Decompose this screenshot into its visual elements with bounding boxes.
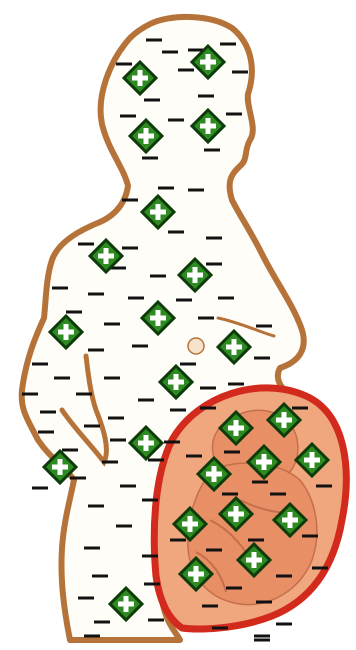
negative-charge-icon <box>78 243 94 246</box>
negative-charge-icon <box>206 237 222 240</box>
negative-charge-icon <box>142 555 158 558</box>
negative-charge-icon <box>224 451 240 454</box>
negative-charge-icon <box>84 635 100 638</box>
negative-charge-icon <box>120 115 136 118</box>
negative-charge-icon <box>84 425 100 428</box>
negative-charge-icon <box>144 99 160 102</box>
negative-charge-icon <box>200 387 216 390</box>
negative-charge-icon <box>204 149 220 152</box>
negative-charge-icon <box>76 393 92 396</box>
negative-charge-icon <box>142 499 158 502</box>
negative-charge-icon <box>120 485 136 488</box>
negative-charge-icon <box>186 455 202 458</box>
negative-charge-icon <box>198 95 214 98</box>
negative-charge-icon <box>256 325 272 328</box>
negative-charge-icon <box>88 505 104 508</box>
negative-charge-icon <box>302 535 318 538</box>
negative-charge-icon <box>132 345 148 348</box>
negative-charge-icon <box>158 187 174 190</box>
negative-charge-icon <box>270 493 286 496</box>
negative-charge-icon <box>88 293 104 296</box>
negative-charge-icon <box>128 297 144 300</box>
negative-charge-icon <box>62 449 78 452</box>
negative-charge-icon <box>292 407 308 410</box>
negative-charge-icon <box>144 583 160 586</box>
negative-charge-icon <box>168 119 184 122</box>
negative-charge-icon <box>220 43 236 46</box>
negative-charge-icon <box>78 597 94 600</box>
negative-charge-icon <box>52 287 68 290</box>
negative-charge-icon <box>176 299 192 302</box>
womb <box>154 388 346 629</box>
negative-charge-icon <box>22 393 38 396</box>
negative-charge-icon <box>222 493 238 496</box>
negative-charge-icon <box>252 481 268 484</box>
negative-charge-icon <box>66 311 82 314</box>
negative-charge-icon <box>206 549 222 552</box>
negative-charge-icon <box>212 627 228 630</box>
negative-charge-icon <box>94 621 110 624</box>
negative-charge-icon <box>162 51 178 54</box>
negative-charge-icon <box>276 623 292 626</box>
negative-charge-icon <box>254 357 270 360</box>
negative-charge-icon <box>54 377 70 380</box>
nipple <box>188 338 204 354</box>
negative-charge-icon <box>146 39 162 42</box>
negative-charge-icon <box>198 317 214 320</box>
negative-charge-icon <box>104 377 120 380</box>
negative-charge-icon <box>254 639 270 642</box>
negative-charge-icon <box>38 431 54 434</box>
negative-charge-icon <box>188 189 204 192</box>
negative-charge-icon <box>102 461 118 464</box>
negative-charge-icon <box>226 587 242 590</box>
negative-charge-icon <box>168 231 184 234</box>
negative-charge-icon <box>110 439 126 442</box>
negative-charge-icon <box>206 263 222 266</box>
negative-charge-icon <box>142 157 158 160</box>
negative-charge-icon <box>276 575 292 578</box>
negative-charge-icon <box>116 63 132 66</box>
negative-charge-icon <box>108 417 124 420</box>
negative-charge-icon <box>148 619 164 622</box>
negative-charge-icon <box>84 547 100 550</box>
negative-charge-icon <box>148 459 164 462</box>
negative-charge-icon <box>170 409 186 412</box>
negative-charge-icon <box>170 539 186 542</box>
negative-charge-icon <box>138 399 154 402</box>
negative-charge-icon <box>116 525 132 528</box>
negative-charge-icon <box>218 297 234 300</box>
negative-charge-icon <box>178 69 194 72</box>
negative-charge-icon <box>104 323 120 326</box>
negative-charge-icon <box>150 275 166 278</box>
negative-charge-icon <box>256 601 272 604</box>
negative-charge-icon <box>312 567 328 570</box>
negative-charge-icon <box>248 539 264 542</box>
negative-charge-icon <box>316 485 332 488</box>
negative-charge-icon <box>70 477 86 480</box>
negative-charge-icon <box>164 441 180 444</box>
negative-charge-icon <box>122 199 138 202</box>
negative-charge-icon <box>40 411 56 414</box>
negative-charge-icon <box>254 635 270 638</box>
negative-charge-icon <box>200 407 216 410</box>
negative-charge-icon <box>88 349 104 352</box>
negative-charge-icon <box>228 383 244 386</box>
negative-charge-icon <box>122 247 138 250</box>
negative-charge-icon <box>32 487 48 490</box>
negative-charge-icon <box>32 363 48 366</box>
negative-charge-icon <box>202 605 218 608</box>
negative-charge-icon <box>226 113 242 116</box>
negative-charge-icon <box>232 71 248 74</box>
negative-charge-icon <box>180 363 196 366</box>
negative-charge-icon <box>92 575 108 578</box>
